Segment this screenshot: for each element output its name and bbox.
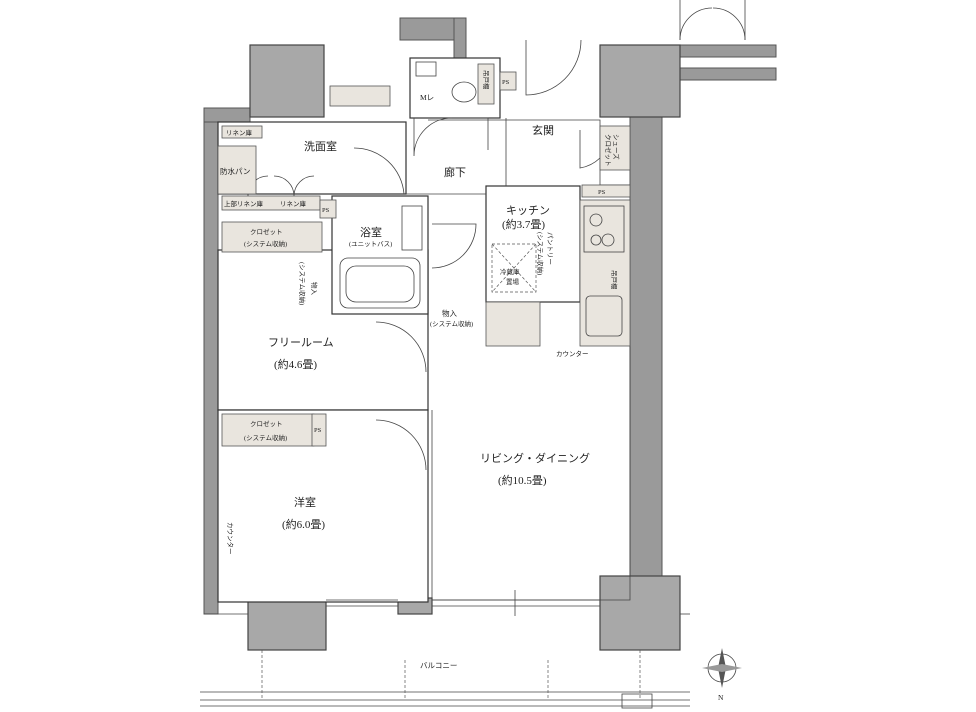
living-room-label: リビング・ダイニング (480, 451, 590, 465)
ps-box-bath (319, 199, 337, 219)
pillar-ne (599, 44, 681, 118)
free-room-label: フリールーム (268, 336, 334, 349)
closet-free-room-sub-label: (システム収納) (244, 239, 287, 248)
closet-free-room-label: クロゼット (250, 227, 283, 236)
toilet (415, 61, 477, 103)
kitchen-size-label: (約3.7畳) (502, 217, 545, 231)
western-room-label: 洋室 (294, 495, 316, 509)
ps-kitchen-label: PS (598, 189, 606, 196)
compass-icon: N (702, 648, 742, 702)
ps-western-label: PS (314, 427, 322, 434)
counter-kitchen (579, 199, 631, 347)
upper-linen-label: 上部リネン庫 (224, 199, 264, 208)
pantry-label: パントリー (546, 232, 554, 265)
storage-kitchen (485, 301, 541, 347)
hallway-label: 廊下 (444, 165, 466, 179)
free-room-size-label: (約4.6畳) (274, 357, 317, 371)
hanging-cabinet-toilet (477, 63, 495, 105)
closet-western-label: クロゼット (250, 419, 283, 428)
stove (583, 205, 625, 253)
doors (227, 39, 601, 471)
closet-western (221, 413, 315, 447)
kitchen-sink (585, 295, 623, 337)
outer-walls (203, 17, 777, 615)
linen-cabinet-1-label: リネン庫 (226, 128, 253, 137)
closet-free-room (221, 221, 323, 253)
storage-free-room-label: 物入 (310, 282, 319, 296)
wash-room-label: 洗面室 (304, 139, 337, 153)
western-room-size-label: (約6.0畳) (282, 517, 325, 531)
fridge-label: 冷蔵庫 (500, 267, 520, 276)
counter-label: カウンター (556, 349, 589, 358)
pillar-nw (249, 44, 325, 118)
shoes-closet-label: シューズ (612, 134, 621, 160)
shoes-closet-label-2: クロゼット (604, 134, 613, 167)
pantry-sub-label: (システム収納) (536, 232, 545, 275)
storage-kitchen-label: 物入 (442, 308, 457, 318)
ps-bath-label: PS (322, 207, 330, 214)
fridge-label-2: 置場 (506, 277, 520, 286)
compass-north-label: N (718, 693, 724, 702)
storage-free-room-sub-label: (システム収納) (298, 262, 307, 305)
fridge-space (491, 243, 537, 293)
ps-top-label: PS (502, 79, 510, 86)
hanging-cabinet-label: 吊戸棚 (482, 70, 491, 90)
balcony-label: バルコニー (420, 661, 457, 670)
linen-cabinet-2-label: リネン庫 (280, 199, 307, 208)
bathroom-sub-label: (ユニットバス) (349, 240, 392, 248)
living-room-size-label: (約10.5畳) (498, 473, 547, 487)
kitchen-label: キッチン (506, 204, 550, 217)
hanging-kitchen-label: 吊戸棚 (610, 270, 619, 290)
ps-box-top (499, 71, 517, 91)
linen-cabinet-1 (221, 125, 263, 139)
shoes-closet (599, 125, 631, 171)
storage-kitchen-sub-label: (システム収納) (430, 319, 473, 328)
room-outlines (217, 57, 631, 603)
waterproof-pan (217, 145, 257, 195)
counter-western-label: カウンター (226, 522, 235, 555)
bathtub (339, 205, 423, 309)
pillar-se (599, 575, 681, 651)
bathroom-label: 浴室 (360, 225, 382, 239)
ps-box-kitchen (581, 184, 631, 198)
laundry-cabinet-top (329, 85, 391, 107)
ps-box-western (311, 413, 327, 447)
toilet-label: Mレ (420, 93, 434, 102)
closet-western-sub-label: (システム収納) (244, 433, 287, 442)
balcony (200, 613, 690, 709)
entrance-label: 玄関 (532, 123, 554, 137)
waterproof-pan-label: 防水パン (220, 166, 250, 176)
windows (326, 0, 746, 616)
